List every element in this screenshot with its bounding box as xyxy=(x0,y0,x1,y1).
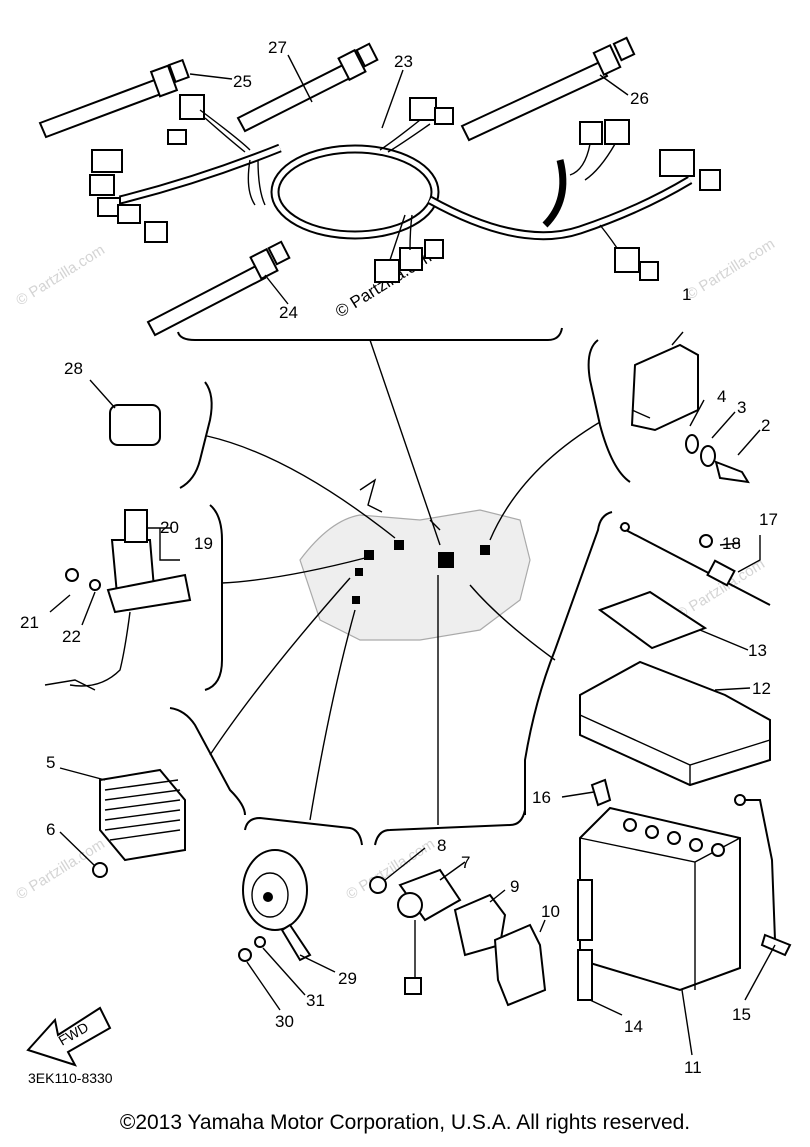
diagram-code: 3EK110-8330 xyxy=(28,1070,113,1086)
part-label-2: 2 xyxy=(761,416,770,435)
frame-outline xyxy=(299,478,531,641)
part-label-22: 22 xyxy=(62,627,81,646)
part-label-19: 19 xyxy=(194,534,213,553)
battery-group xyxy=(524,331,792,1056)
part-label-16: 16 xyxy=(532,788,551,807)
rectifier-group xyxy=(59,707,246,878)
part-label-28: 28 xyxy=(64,359,83,378)
part-labels: 1 2 3 4 5 6 7 8 9 10 11 12 13 14 15 16 1… xyxy=(20,38,778,1077)
part-label-25: 25 xyxy=(233,72,252,91)
part-label-11: 11 xyxy=(684,1058,702,1077)
cable-tie-27 xyxy=(236,42,379,133)
part-label-30: 30 xyxy=(275,1012,294,1031)
part-label-8: 8 xyxy=(437,836,446,855)
part-label-26: 26 xyxy=(630,89,649,108)
part-28-cap xyxy=(89,379,161,446)
part-label-31: 31 xyxy=(306,991,325,1010)
part-label-7: 7 xyxy=(461,853,470,872)
cable-tie-25 xyxy=(38,58,190,139)
part-label-4: 4 xyxy=(717,387,726,406)
part-label-3: 3 xyxy=(737,398,746,417)
part-label-14: 14 xyxy=(624,1017,643,1036)
connector-lines xyxy=(206,339,601,825)
part-label-15: 15 xyxy=(732,1005,751,1024)
part-1-unit xyxy=(630,343,750,484)
wire-harness-group xyxy=(38,36,721,341)
horn-group xyxy=(238,816,363,1011)
part-label-1: 1 xyxy=(682,285,691,304)
part-label-12: 12 xyxy=(752,679,771,698)
copyright-notice: ©2013 Yamaha Motor Corporation, U.S.A. A… xyxy=(119,1111,691,1134)
cable-tie-24 xyxy=(146,240,291,337)
watermark: © Partzilla.com xyxy=(683,235,778,303)
part-label-5: 5 xyxy=(46,753,55,772)
bracket xyxy=(179,381,213,489)
part-label-27: 27 xyxy=(268,38,287,57)
part-label-9: 9 xyxy=(510,877,519,896)
part-label-18: 18 xyxy=(722,534,741,553)
relay-group xyxy=(369,809,547,1007)
part-label-23: 23 xyxy=(394,52,413,71)
part-label-17: 17 xyxy=(759,510,778,529)
part-label-13: 13 xyxy=(748,641,767,660)
fwd-arrow: FWD xyxy=(26,1006,112,1067)
watermark: © Partzilla.com xyxy=(13,241,108,309)
part-label-6: 6 xyxy=(46,820,55,839)
part-label-20: 20 xyxy=(160,518,179,537)
main-switch-group xyxy=(44,504,223,691)
part-label-10: 10 xyxy=(541,902,560,921)
part-label-24: 24 xyxy=(279,303,298,322)
part-label-21: 21 xyxy=(20,613,39,632)
part-label-29: 29 xyxy=(338,969,357,988)
cable-tie-26 xyxy=(460,36,636,142)
